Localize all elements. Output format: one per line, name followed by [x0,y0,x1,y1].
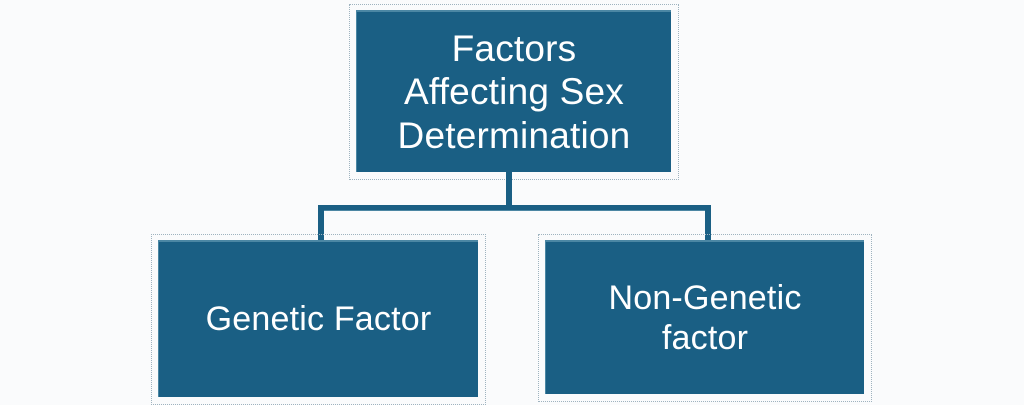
node-non-genetic-factor[interactable]: Non-Genetic factor [538,234,872,402]
node-factors-affecting-sex-determination[interactable]: Factors Affecting Sex Determination [349,4,679,180]
connector-horizontal-bar [318,205,711,211]
node-genetic-factor[interactable]: Genetic Factor [151,234,486,405]
node-non-genetic-factor-label: Non-Genetic factor [608,278,802,357]
connector-root-stem [506,172,512,210]
node-genetic-factor-label: Genetic Factor [205,300,432,339]
connector-drop-non-genetic [705,205,711,242]
node-root-label: Factors Affecting Sex Determination [397,27,631,156]
connector-drop-genetic [318,205,324,242]
